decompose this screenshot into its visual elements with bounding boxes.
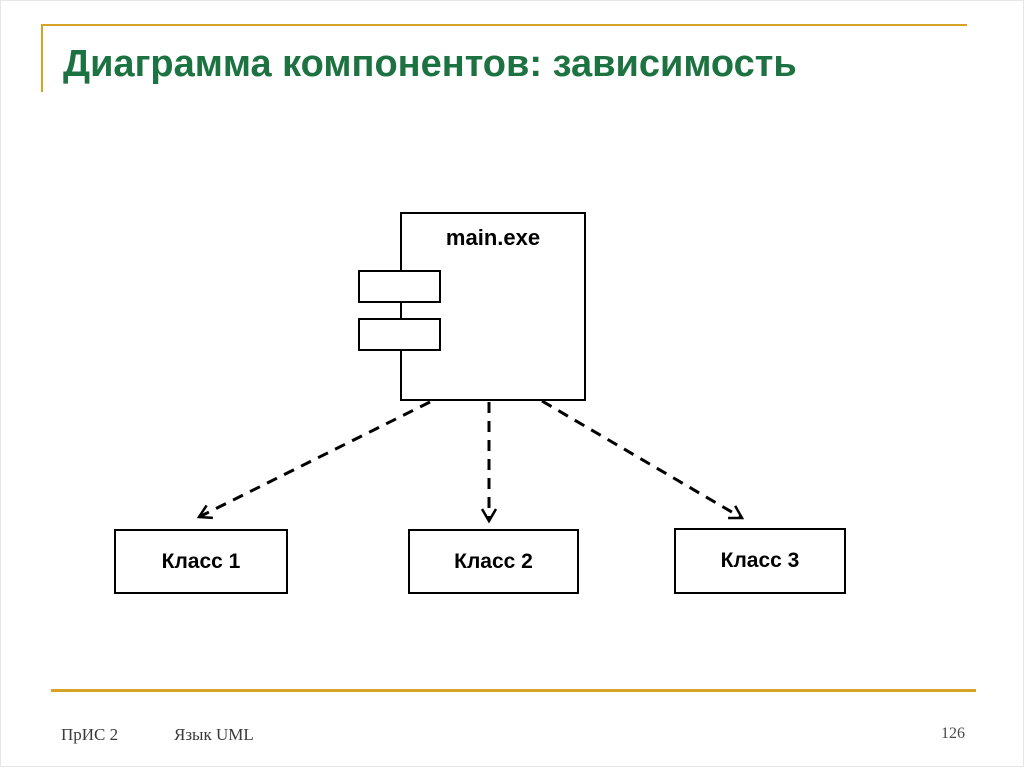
footer-topic-label: Язык UML	[174, 725, 254, 744]
dependency-arrow-to-class3	[541, 399, 745, 520]
class-box-2: Класс 2	[408, 529, 579, 594]
accent-rule-bottom	[51, 689, 976, 692]
slide-title: Диаграмма компонентов: зависимость	[63, 43, 797, 85]
component-label: main.exe	[445, 225, 541, 250]
class-box-1: Класс 1	[114, 529, 288, 594]
component-notation-tab-top	[358, 270, 441, 303]
footer: ПрИС 2 Язык UML 126	[1, 725, 1024, 749]
footer-page-number: 126	[941, 725, 965, 742]
dependency-arrow-to-class1	[196, 400, 431, 520]
class-label-1: Класс 1	[161, 549, 241, 573]
class-label-2: Класс 2	[454, 549, 533, 573]
component-box-main-exe: main.exe	[400, 212, 586, 401]
class-box-3: Класс 3	[674, 528, 846, 594]
footer-course-label: ПрИС 2	[61, 725, 119, 744]
class-label-3: Класс 3	[720, 549, 800, 572]
accent-rule-corner	[41, 24, 43, 92]
component-notation-tab-bottom	[358, 318, 441, 351]
accent-rule-top	[41, 24, 967, 26]
